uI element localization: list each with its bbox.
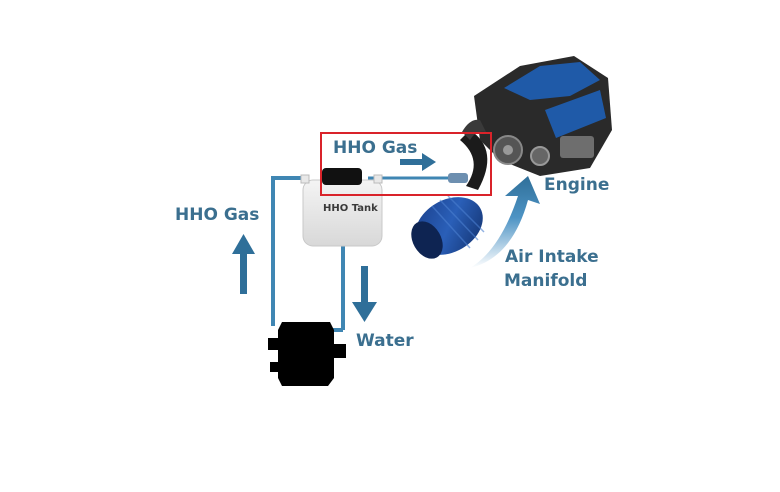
engine-label: Engine [544,175,610,195]
air-filter-icon [411,130,488,259]
water-tube [330,246,345,332]
hho-tank-label: HHO Tank [323,203,378,214]
air-intake-label-line2: Manifold [504,271,588,291]
air-intake-label-line1: Air Intake [505,247,599,267]
hho-tank-icon [300,168,383,247]
arrow-up-icon [232,234,255,294]
gas-tube [271,176,305,326]
highlight-box [320,132,492,196]
arrow-down-icon [352,266,377,322]
hho-gas-left-label: HHO Gas [175,205,260,225]
hho-gas-top-label: HHO Gas [333,138,418,158]
curved-arrow-icon [470,176,540,268]
engine-icon [462,56,612,176]
hho-generator-icon [268,322,346,386]
arrow-right-icon [400,153,436,171]
water-label: Water [356,331,414,351]
